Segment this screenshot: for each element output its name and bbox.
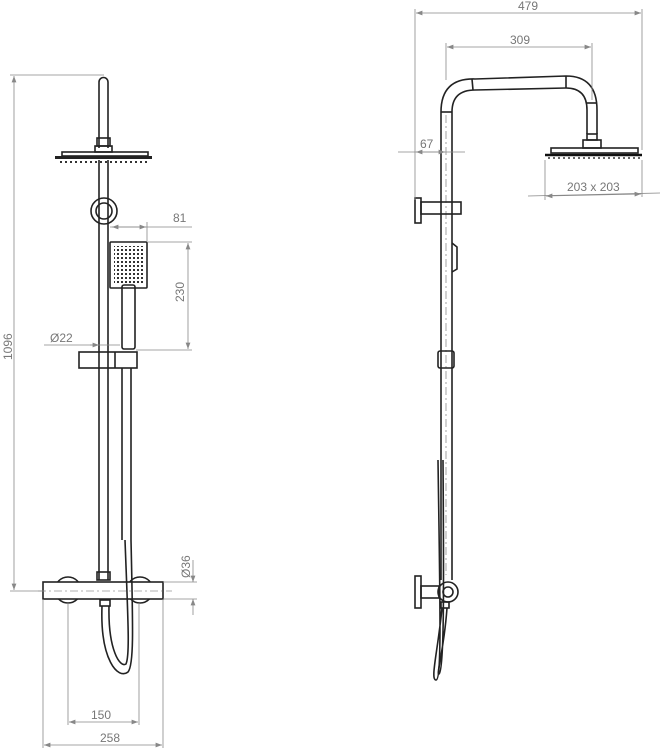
side-slider — [437, 350, 455, 369]
slider — [78, 351, 138, 369]
rain-head — [61, 151, 149, 157]
thermostatic-valve — [42, 581, 164, 600]
dim-valve-width: 258 — [100, 731, 120, 745]
dim-valve-centres: 150 — [91, 708, 111, 722]
dim-valve-diameter: Ø36 — [179, 555, 193, 578]
dim-rail-diameter: Ø22 — [50, 331, 73, 345]
front-dimensions: 1096 81 230 Ø22 Ø36 150 258 — [1, 74, 197, 748]
hand-shower-handle — [121, 284, 136, 350]
dim-wall-offset: 67 — [420, 137, 434, 151]
dim-hand-shower-height: 230 — [173, 282, 187, 302]
head-arm — [98, 76, 109, 148]
dim-head-size: 203 x 203 — [567, 180, 620, 194]
rail-holder — [90, 197, 118, 225]
valve-wall-plate — [414, 575, 422, 609]
side-dimensions: 479 309 67 203 x 203 — [398, 0, 661, 200]
rain-head-face — [55, 156, 152, 159]
wall-bracket — [414, 197, 422, 224]
dim-hand-shower-width: 81 — [173, 211, 187, 225]
hand-shower — [109, 241, 148, 289]
hose — [101, 539, 134, 675]
front-view — [38, 76, 172, 675]
side-rain-head — [550, 147, 639, 154]
dim-arm-reach: 309 — [510, 33, 530, 47]
riser-arm — [440, 75, 598, 580]
dim-total-height: 1096 — [1, 333, 15, 360]
dim-total-depth: 479 — [518, 0, 538, 13]
side-view — [414, 75, 642, 681]
side-hand-shower — [451, 242, 458, 273]
side-valve — [437, 581, 459, 603]
